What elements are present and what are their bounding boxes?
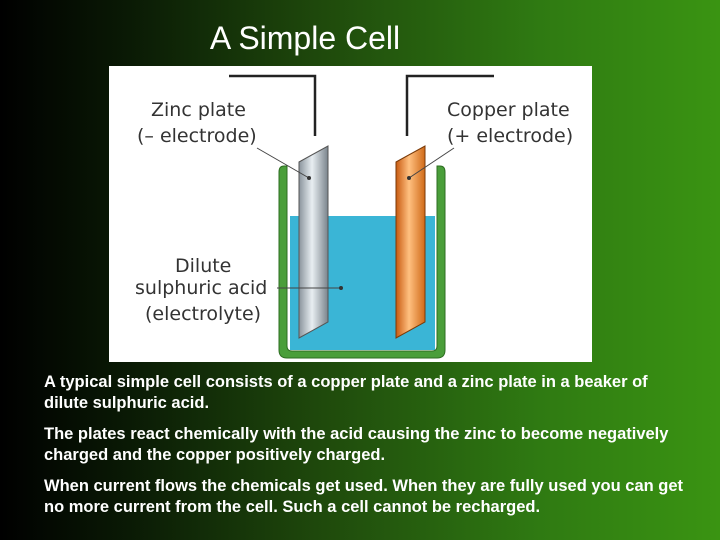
copper-label-name: Copper plate	[447, 99, 570, 121]
paragraph-composition: A typical simple cell consists of a copp…	[44, 373, 648, 412]
zinc-leader-dot	[307, 176, 311, 180]
description: A typical simple cell consists of a copp…	[44, 372, 694, 528]
paragraph-reaction: The plates react chemically with the aci…	[44, 425, 669, 464]
copper-wire	[405, 74, 494, 136]
zinc-wire	[229, 74, 317, 136]
copper-label-electrode: (+ electrode)	[447, 125, 573, 147]
zinc-label-electrode: (– electrode)	[137, 125, 257, 147]
zinc-plate	[298, 145, 329, 339]
beaker	[278, 165, 446, 359]
zinc-label-name: Zinc plate	[151, 99, 246, 121]
acid-leader-dot	[339, 286, 343, 290]
slide-title: A Simple Cell	[209, 20, 401, 56]
copper-plate	[395, 145, 426, 339]
zinc-leader-line	[256, 147, 310, 179]
simple-cell-diagram: Zinc plate (– electrode) Copper plate (+…	[109, 66, 592, 362]
diagram-svg: Zinc plate (– electrode) Copper plate (+…	[135, 74, 573, 359]
acid-label-line2: sulphuric acid	[135, 277, 267, 299]
acid-label-line3: (electrolyte)	[145, 303, 261, 325]
copper-leader-dot	[407, 176, 411, 180]
paragraph-recharge: When current flows the chemicals get use…	[44, 477, 684, 516]
copper-leader-line	[408, 147, 455, 179]
acid-label-line1: Dilute	[175, 255, 231, 277]
